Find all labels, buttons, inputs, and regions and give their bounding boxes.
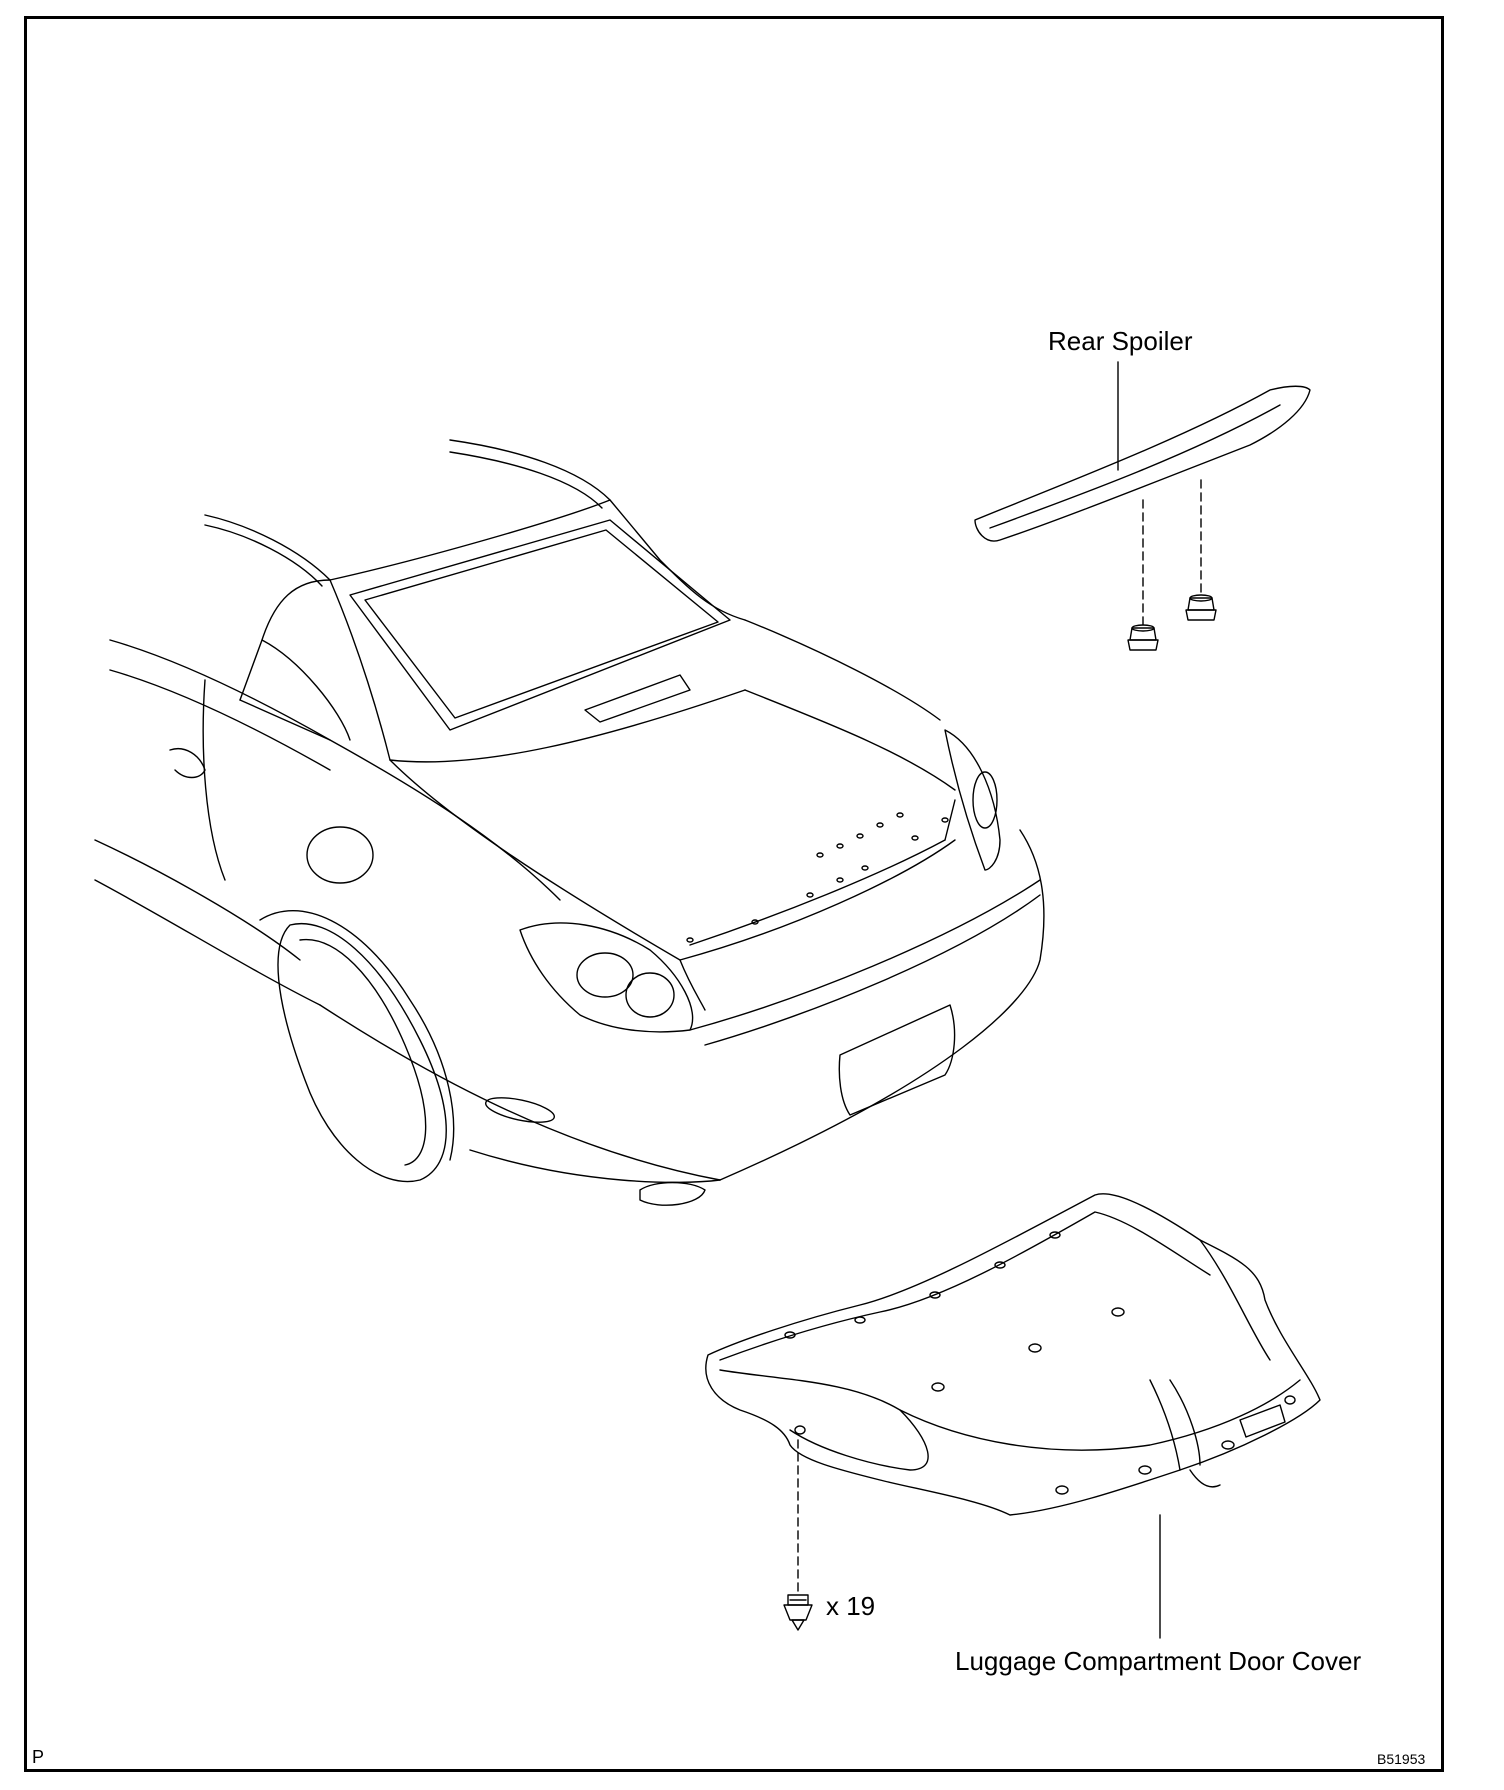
rear-bumper [689,879,1041,1031]
exhaust-tip [639,1181,706,1206]
rear-spoiler-label: Rear Spoiler [1048,326,1193,356]
rear-window [349,519,731,731]
fuel-door [306,826,374,884]
nut-icon [1127,624,1159,651]
luggage-cover-label: Luggage Compartment Door Cover [955,1646,1362,1676]
high-mount-stop-lamp [584,674,691,723]
push-clip-icon [783,1594,813,1631]
fastener-count-label: x 19 [826,1591,876,1621]
right-tail-lamp [944,729,1001,871]
car-body [94,439,1045,1206]
spoiler-mount-holes [686,812,949,943]
luggage-compartment-door-cover-part [705,1193,1321,1639]
license-plate-recess [838,1004,956,1116]
rear-reflector [485,1097,555,1123]
diagram-frame [24,16,1444,1772]
nut-icon [1185,594,1217,621]
left-tail-lamp [519,922,694,1033]
spoiler-fastener-guides [1142,479,1202,626]
figure-code: B51953 [1377,1751,1426,1767]
door-handle [169,748,206,779]
rear-spoiler-part [974,361,1311,542]
corner-mark: P [32,1747,45,1767]
rear-wheel [259,910,455,1183]
trunk-lid [389,759,956,961]
